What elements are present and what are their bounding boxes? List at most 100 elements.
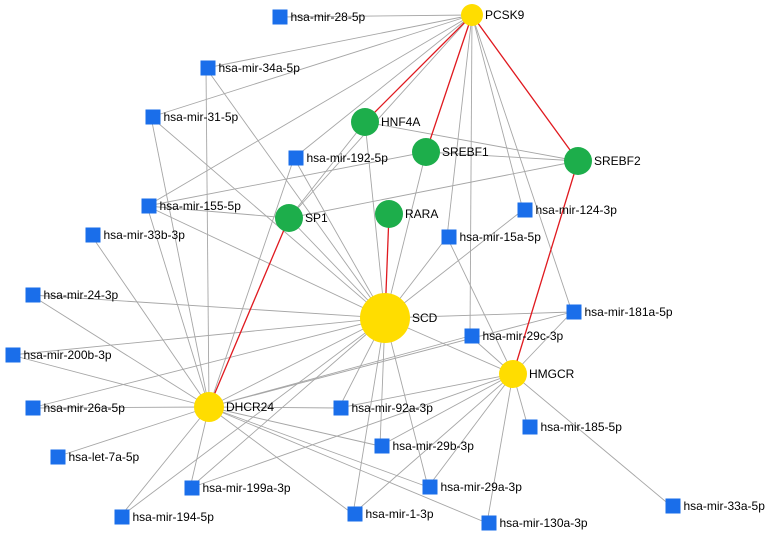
regulation-edge-pcsk9-hnf4a <box>364 14 473 123</box>
node-label: DHCR24 <box>226 400 274 414</box>
node-label: SP1 <box>305 211 328 225</box>
mirna-square <box>422 479 438 495</box>
edge-scd-dhcr24 <box>208 317 386 408</box>
mirna-square <box>145 109 161 125</box>
node-mir194[interactable]: hsa-mir-194-5p <box>114 509 215 525</box>
edge-scd-mir29a <box>384 317 429 488</box>
edge-dhcr24-mir194 <box>119 406 210 518</box>
node-mir185[interactable]: hsa-mir-185-5p <box>522 419 623 435</box>
node-pcsk9[interactable]: PCSK9 <box>461 4 525 26</box>
mirna-square <box>517 202 533 218</box>
gene-circle <box>499 360 527 388</box>
tf-circle <box>412 138 440 166</box>
edge-pcsk9-mir124 <box>471 14 524 211</box>
node-hnf4a[interactable]: HNF4A <box>351 108 420 136</box>
edge-scd-mir155 <box>146 205 386 319</box>
regulation-edge-hmgcr-srebf2 <box>512 160 579 375</box>
node-sp1[interactable]: SP1 <box>275 204 328 232</box>
node-srebf2[interactable]: SREBF2 <box>564 147 641 175</box>
node-mir34a[interactable]: hsa-mir-34a-5p <box>200 60 301 76</box>
edge-dhcr24-mir33b <box>90 234 210 408</box>
node-mir31[interactable]: hsa-mir-31-5p <box>145 109 239 125</box>
node-rara[interactable]: RARA <box>375 200 438 228</box>
node-label: HMGCR <box>529 367 575 381</box>
node-mir26a[interactable]: hsa-mir-26a-5p <box>25 400 126 416</box>
node-mir130a[interactable]: hsa-mir-130a-3p <box>481 515 588 531</box>
mirna-square <box>566 304 582 320</box>
edge-scd-mir1 <box>352 317 386 515</box>
regulation-edge-dhcr24-sp1 <box>208 217 290 408</box>
node-label: hsa-mir-29b-3p <box>393 439 475 453</box>
edge-dhcr24-mir31 <box>150 116 210 408</box>
mirna-square <box>665 498 681 514</box>
node-mir28[interactable]: hsa-mir-28-5p <box>272 9 366 25</box>
node-label: hsa-mir-130a-3p <box>500 516 588 530</box>
edge-dhcr24-mir155 <box>146 205 210 408</box>
edge-scd-mir194 <box>119 317 386 518</box>
edge-dhcr24-mir92a <box>208 406 340 409</box>
edge-hmgcr-mir92a <box>338 373 514 409</box>
edge-scd-mir34a <box>205 67 386 319</box>
tf-circle <box>564 147 592 175</box>
node-mir24[interactable]: hsa-mir-24-3p <box>25 287 119 303</box>
edge-hmgcr-mir29a <box>427 373 514 488</box>
tf-circle <box>351 108 379 136</box>
node-mir181a[interactable]: hsa-mir-181a-5p <box>566 304 673 320</box>
node-dhcr24[interactable]: DHCR24 <box>194 392 274 422</box>
node-label: hsa-mir-33a-5p <box>684 499 766 513</box>
edge-layer <box>10 14 672 524</box>
edge-hmgcr-mir15a <box>446 236 514 375</box>
node-label: hsa-mir-181a-5p <box>585 305 673 319</box>
edge-pcsk9-mir15a <box>446 14 473 238</box>
mirna-square <box>141 198 157 214</box>
node-label: SCD <box>412 311 438 325</box>
node-mir192[interactable]: hsa-mir-192-5p <box>288 150 389 166</box>
mirna-square <box>184 480 200 496</box>
node-label: hsa-mir-29a-3p <box>441 480 523 494</box>
mirna-square <box>85 227 101 243</box>
edge-hnf4a-srebf2 <box>364 121 579 162</box>
node-mir29b[interactable]: hsa-mir-29b-3p <box>374 438 475 454</box>
edge-scd-srebf1 <box>384 151 427 319</box>
mirna-square <box>288 150 304 166</box>
node-label: hsa-mir-192-5p <box>307 151 389 165</box>
node-mir92a[interactable]: hsa-mir-92a-3p <box>333 400 434 416</box>
node-mir124[interactable]: hsa-mir-124-3p <box>517 202 618 218</box>
edge-dhcr24-mir181a <box>208 311 573 408</box>
edge-dhcr24-mir24 <box>30 294 210 408</box>
node-mir29c[interactable]: hsa-mir-29c-3p <box>464 328 564 344</box>
node-label: SREBF2 <box>594 154 641 168</box>
node-mir155[interactable]: hsa-mir-155-5p <box>141 198 242 214</box>
edge-dhcr24-mir29a <box>208 406 429 488</box>
node-label: hsa-mir-92a-3p <box>352 401 434 415</box>
node-mir1[interactable]: hsa-mir-1-3p <box>347 506 434 522</box>
mirna-square <box>114 509 130 525</box>
edge-dhcr24-mir200b <box>10 354 210 408</box>
node-label: PCSK9 <box>485 8 525 22</box>
tf-circle <box>375 200 403 228</box>
edge-scd-mir200b <box>10 317 386 356</box>
node-label: hsa-mir-34a-5p <box>219 61 301 75</box>
node-label: HNF4A <box>381 115 420 129</box>
node-let7a[interactable]: hsa-let-7a-5p <box>50 449 140 465</box>
node-mir33b[interactable]: hsa-mir-33b-3p <box>85 227 186 243</box>
edge-pcsk9-mir155 <box>146 14 473 207</box>
mirna-square <box>374 438 390 454</box>
node-hmgcr[interactable]: HMGCR <box>499 360 575 388</box>
node-mir199a[interactable]: hsa-mir-199a-3p <box>184 480 291 496</box>
mirna-square <box>481 515 497 531</box>
mirna-square <box>5 347 21 363</box>
edge-pcsk9-mir28 <box>277 14 473 18</box>
mirna-square <box>25 400 41 416</box>
tf-circle <box>275 204 303 232</box>
node-label: hsa-mir-200b-3p <box>24 348 112 362</box>
node-mir33a[interactable]: hsa-mir-33a-5p <box>665 498 766 514</box>
edge-pcsk9-sp1 <box>288 14 473 219</box>
node-mir29a[interactable]: hsa-mir-29a-3p <box>422 479 523 495</box>
node-mir15a[interactable]: hsa-mir-15a-5p <box>441 229 542 245</box>
node-scd[interactable]: SCD <box>360 293 438 343</box>
node-srebf1[interactable]: SREBF1 <box>412 138 489 166</box>
node-mir200b[interactable]: hsa-mir-200b-3p <box>5 347 112 363</box>
node-label: hsa-mir-33b-3p <box>104 228 186 242</box>
